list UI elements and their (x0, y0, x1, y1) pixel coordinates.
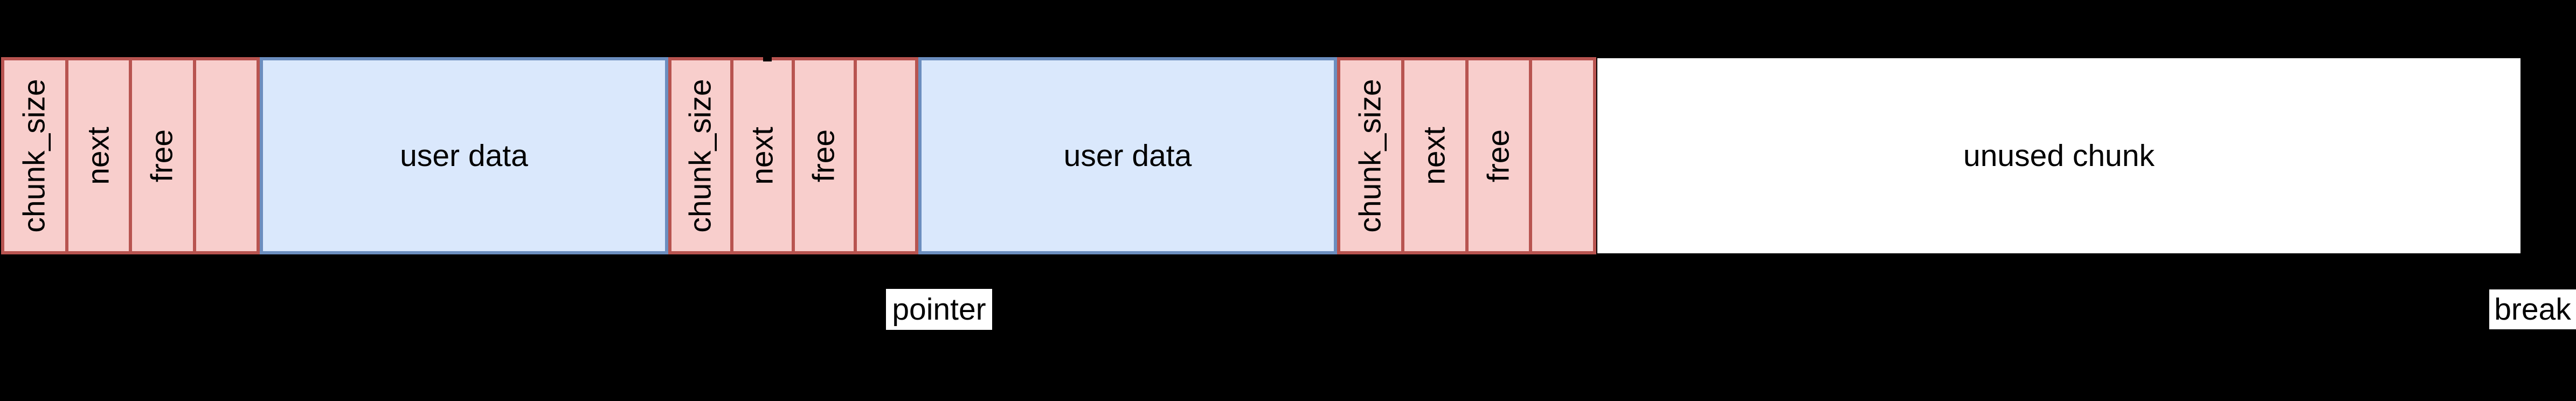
free-label: free (1481, 129, 1516, 183)
chunk2-header: chunk_size next free (668, 57, 918, 254)
user-data-label: user data (400, 139, 528, 173)
chunk3-free-cell: free (1469, 60, 1533, 251)
chunk2-next-cell: next (733, 60, 795, 251)
next-label: next (1417, 127, 1452, 185)
chunk2-empty-cell (857, 60, 916, 251)
chunk2-user-data-box: user data (918, 57, 1337, 254)
unused-chunk-label: unused chunk (1963, 139, 2155, 173)
chunk1-free-cell: free (132, 60, 196, 251)
chunk-size-label: chunk_size (683, 79, 718, 233)
pointer-label-text: pointer (892, 292, 986, 327)
break-label-text: break (2494, 292, 2571, 327)
chunk3-chunk-size-cell: chunk_size (1340, 60, 1404, 251)
chunk2-free-cell: free (795, 60, 857, 251)
unused-chunk-box: unused chunk (1596, 57, 2522, 254)
chunk1-user-data-box: user data (260, 57, 668, 254)
chunk3-empty-cell (1532, 60, 1593, 251)
pointer-label: pointer (886, 289, 992, 330)
next-label: next (81, 127, 116, 185)
chunk-size-label: chunk_size (1353, 79, 1388, 233)
chunk3-next-cell: next (1404, 60, 1469, 251)
top-border-notch (763, 56, 772, 61)
chunk3-header: chunk_size next free (1337, 57, 1596, 254)
chunk-size-label: chunk_size (17, 79, 52, 233)
user-data-label: user data (1063, 139, 1192, 173)
chunk1-next-cell: next (68, 60, 132, 251)
break-label: break (2489, 289, 2576, 329)
chunk1-chunk-size-cell: chunk_size (4, 60, 68, 251)
chunk1-empty-cell (196, 60, 257, 251)
chunk1-header: chunk_size next free (1, 57, 260, 254)
free-label: free (806, 129, 841, 183)
free-label: free (144, 129, 179, 183)
chunk2-chunk-size-cell: chunk_size (671, 60, 733, 251)
next-label: next (745, 127, 780, 185)
